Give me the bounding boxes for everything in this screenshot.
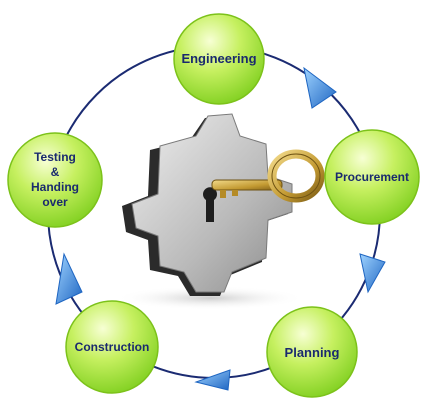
node-planning-label: Planning	[285, 345, 340, 360]
node-testing-line-4: over	[42, 195, 68, 209]
node-testing-line-1: Testing	[34, 150, 76, 164]
blue-arrowhead-icon	[359, 253, 386, 294]
node-construction-label: Construction	[75, 340, 150, 354]
node-testing-handing-over: Testing & Handing over	[7, 132, 103, 228]
node-engineering-label: Engineering	[181, 51, 256, 66]
arrow-planning-to-construction	[194, 369, 231, 391]
puzzle-piece-with-key-icon	[115, 113, 325, 310]
node-testing-line-2: &	[51, 165, 60, 179]
node-construction: Construction	[65, 300, 159, 394]
node-planning: Planning	[266, 306, 358, 398]
blue-arrowhead-icon	[194, 369, 231, 391]
node-testing-line-3: Handing	[31, 180, 79, 194]
arrow-construction-to-testing	[55, 252, 83, 305]
arrow-engineering-to-procurement	[303, 66, 337, 109]
node-procurement-label: Procurement	[335, 170, 409, 184]
node-procurement: Procurement	[324, 129, 420, 225]
blue-arrowhead-icon	[303, 66, 337, 109]
blue-arrowhead-icon	[55, 252, 83, 305]
arrow-procurement-to-planning	[359, 253, 386, 294]
node-engineering: Engineering	[173, 13, 265, 105]
